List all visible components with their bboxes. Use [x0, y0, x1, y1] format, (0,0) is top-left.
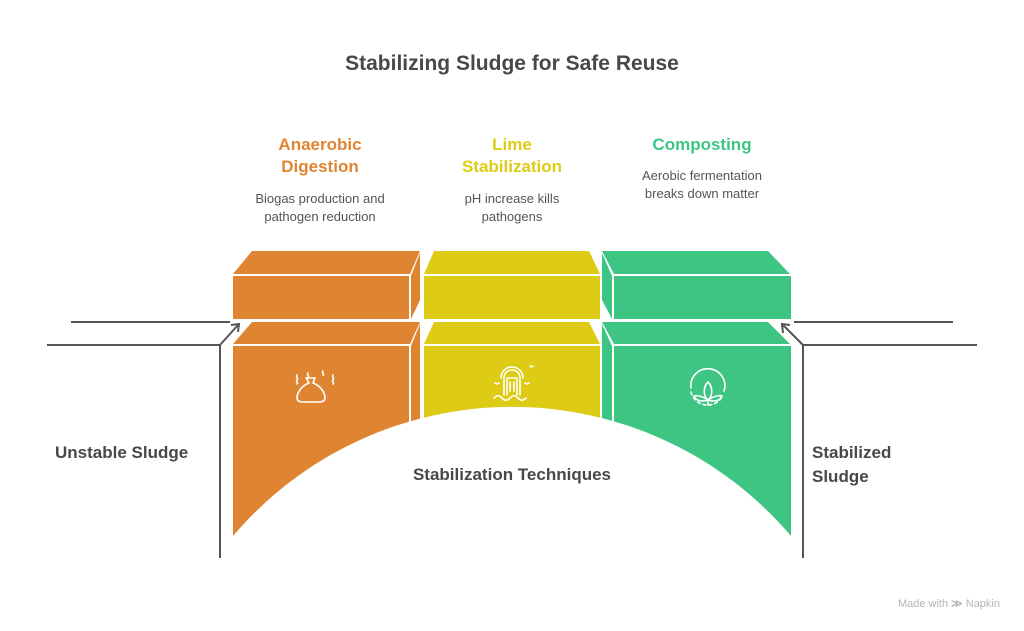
- composting-description: Aerobic fermentation breaks down matter: [602, 167, 802, 203]
- composting-desc-line1: Aerobic fermentation: [642, 168, 762, 183]
- plant-leaves-icon: [690, 367, 726, 406]
- right-connector: [780, 321, 977, 558]
- stabilization-techniques-label: Stabilization Techniques: [412, 465, 612, 484]
- lime-stabilization-block: [424, 251, 600, 466]
- stabilized-label-line1: Stabilized: [812, 443, 892, 462]
- anaerobic-top-front-face: [233, 276, 409, 319]
- unstable-sludge-label: Unstable Sludge: [55, 443, 189, 462]
- smelly-bag-icon: [295, 370, 335, 403]
- anaerobic-bottom-top-face: [233, 322, 420, 344]
- anaerobic-desc-line1: Biogas production and: [255, 191, 385, 206]
- lime-heading-line2: Stabilization: [461, 157, 563, 176]
- diagram-title: Stabilizing Sludge for Safe Reuse: [345, 52, 679, 75]
- anaerobic-bottom-side-face: [411, 324, 420, 430]
- stabilized-label-line2: Sludge: [812, 467, 869, 486]
- napkin-brand-text: Napkin: [965, 598, 1000, 610]
- left-connector: [47, 321, 241, 558]
- lime-top-top-face: [424, 251, 600, 274]
- anaerobic-digestion-heading: Anaerobic Digestion: [240, 134, 400, 178]
- anaerobic-digestion-description: Biogas production and pathogen reduction: [220, 190, 420, 226]
- left-arrowhead-icon: [230, 322, 241, 333]
- anaerobic-desc-line2: pathogen reduction: [264, 209, 376, 224]
- lime-bottom-front-face: [424, 346, 600, 466]
- left-diagonal-line: [219, 324, 239, 346]
- anaerobic-top-top-face: [233, 251, 420, 274]
- lime-desc-line2: pathogens: [481, 209, 543, 224]
- composting-bottom-front-face: [614, 346, 791, 546]
- composting-top-top-face: [602, 251, 790, 274]
- lime-desc-line1: pH increase kills: [464, 191, 560, 206]
- right-diagonal-line: [782, 324, 804, 346]
- composting-heading: Composting: [622, 134, 782, 156]
- anaerobic-digestion-block: [233, 251, 420, 546]
- stabilized-sludge-label: Stabilized Sludge: [812, 441, 891, 489]
- composting-top-side-face: [602, 253, 612, 319]
- lime-stabilization-description: pH increase kills pathogens: [412, 190, 612, 226]
- lime-bottom-top-face: [424, 322, 600, 344]
- lime-top-front-face: [424, 276, 600, 319]
- right-arrowhead-icon: [780, 322, 791, 334]
- napkin-logo-icon: ≫: [951, 598, 963, 610]
- composting-desc-line2: breaks down matter: [644, 186, 760, 201]
- anaerobic-heading-line1: Anaerobic: [278, 135, 362, 154]
- napkin-watermark: Made with ≫ Napkin: [898, 597, 1000, 610]
- composting-top-front-face: [614, 276, 791, 319]
- anaerobic-top-side-face: [411, 253, 420, 319]
- lime-stabilization-heading: Lime Stabilization: [432, 134, 592, 178]
- anaerobic-heading-line2: Digestion: [281, 157, 359, 176]
- composting-bottom-side-face: [602, 324, 612, 430]
- outflow-pipe-icon: [493, 365, 534, 402]
- made-with-text: Made with: [897, 598, 949, 610]
- composting-bottom-top-face: [602, 322, 790, 344]
- lime-heading-line1: Lime: [492, 135, 532, 154]
- composting-heading-line1: Composting: [652, 135, 752, 154]
- anaerobic-bottom-front-face: [233, 346, 409, 546]
